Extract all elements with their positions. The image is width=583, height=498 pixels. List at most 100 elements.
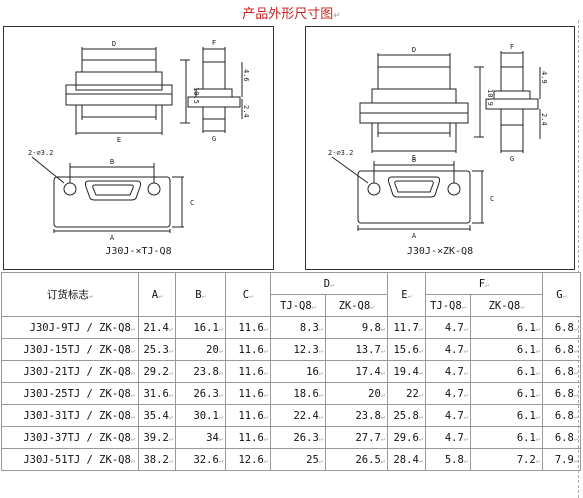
label-hole: 2-∅3.2 xyxy=(328,149,353,157)
table-row: J30J-37TJ / ZK-Q8↵39.2↵34↵11.6↵26.3↵27.7… xyxy=(1,426,581,449)
label-c: C xyxy=(190,199,194,207)
table-row: J30J-51TJ / ZK-Q8↵38.2↵32.6↵12.6↵25↵26.5… xyxy=(1,448,581,471)
header-g: G↵ xyxy=(542,272,581,317)
label-b: B xyxy=(110,158,114,166)
label-a: A xyxy=(412,232,417,240)
cell-d2: 23.8↵ xyxy=(325,404,388,427)
cell-d2: 17.4↵ xyxy=(325,360,388,383)
drawing-zk-q8-svg: D E F G 10.9 4.9 2.4 B C A 2-∅3.2 xyxy=(328,43,548,240)
cell-model: J30J-9TJ / ZK-Q8↵ xyxy=(1,316,139,339)
label-e: E xyxy=(117,136,121,144)
label-d: D xyxy=(412,46,416,54)
cell-e: 25.8↵ xyxy=(387,404,426,427)
cell-c: 11.6↵ xyxy=(225,316,271,339)
label-height-lower: 2.4 xyxy=(540,113,548,126)
cell-d1: 18.6↵ xyxy=(270,382,326,405)
drawing-zk-q8: D E F G 10.9 4.9 2.4 B C A 2-∅3.2 J30J-×… xyxy=(305,26,575,270)
cell-g: 7.9↵ xyxy=(542,448,581,471)
cell-e: 28.4↵ xyxy=(387,448,426,471)
cell-model: J30J-21TJ / ZK-Q8↵ xyxy=(1,360,139,383)
cell-f2: 6.1↵ xyxy=(470,426,543,449)
page-title: 产品外形尺寸图↵ xyxy=(242,7,341,22)
label-d: D xyxy=(112,40,116,48)
header-f-tj: TJ-Q8↵ xyxy=(425,294,471,317)
cell-d1: 16↵ xyxy=(270,360,326,383)
cell-f2: 6.1↵ xyxy=(470,382,543,405)
drawing-tj-q8-svg: D E F G 10.5 4.6 2.4 B C A 2-∅3.2 xyxy=(28,39,250,242)
label-a: A xyxy=(110,234,115,242)
cell-f1: 4.7↵ xyxy=(425,316,471,339)
cell-f2: 6.1↵ xyxy=(470,338,543,361)
cell-g: 6.8↵ xyxy=(542,382,581,405)
cell-g: 6.8↵ xyxy=(542,404,581,427)
cell-g: 6.8↵ xyxy=(542,426,581,449)
cell-b: 30.1↵ xyxy=(175,404,226,427)
drawing-caption-left: J30J-×TJ-Q8 xyxy=(105,246,172,257)
cell-d2: 20↵ xyxy=(325,382,388,405)
header-f: F↵ xyxy=(425,272,543,295)
cell-f1: 4.7↵ xyxy=(425,426,471,449)
cell-f1: 4.7↵ xyxy=(425,404,471,427)
label-e: E xyxy=(412,154,416,162)
table-body: J30J-9TJ / ZK-Q8↵21.4↵16.1↵11.6↵8.3↵9.8↵… xyxy=(1,316,581,471)
cell-g: 6.8↵ xyxy=(542,360,581,383)
cell-f2: 6.1↵ xyxy=(470,316,543,339)
cell-f1: 5.8↵ xyxy=(425,448,471,471)
table-row: J30J-31TJ / ZK-Q8↵35.4↵30.1↵11.6↵22.4↵23… xyxy=(1,404,581,427)
header-f-zk: ZK-Q8↵ xyxy=(470,294,543,317)
label-hole: 2-∅3.2 xyxy=(28,149,53,157)
header-d-zk: ZK-Q8↵ xyxy=(325,294,388,317)
label-g: G xyxy=(510,155,514,163)
cell-d1: 22.4↵ xyxy=(270,404,326,427)
cell-b: 32.6↵ xyxy=(175,448,226,471)
dimension-table: 订货标志↵ A↵ B↵ C↵ D↵ E↵ F↵ G↵ TJ-Q8↵ ZK-Q8↵… xyxy=(1,272,581,471)
label-height-upper: 4.6 xyxy=(242,69,250,82)
cell-d1: 25↵ xyxy=(270,448,326,471)
cell-b: 23.8↵ xyxy=(175,360,226,383)
cell-d2: 27.7↵ xyxy=(325,426,388,449)
label-g: G xyxy=(212,135,216,143)
cell-f1: 4.7↵ xyxy=(425,382,471,405)
table-row: J30J-9TJ / ZK-Q8↵21.4↵16.1↵11.6↵8.3↵9.8↵… xyxy=(1,316,581,339)
label-height-total: 10.9 xyxy=(486,89,494,106)
header-d-tj: TJ-Q8↵ xyxy=(270,294,326,317)
header-a: A↵ xyxy=(138,272,176,317)
cell-model: J30J-15TJ / ZK-Q8↵ xyxy=(1,338,139,361)
cell-c: 11.6↵ xyxy=(225,360,271,383)
cell-a: 21.4↵ xyxy=(138,316,176,339)
label-height-upper: 4.9 xyxy=(540,71,548,84)
drawing-tj-q8: D E F G 10.5 4.6 2.4 B C A 2-∅3.2 J30J-×… xyxy=(3,26,274,270)
cell-d1: 8.3↵ xyxy=(270,316,326,339)
cell-f2: 6.1↵ xyxy=(470,404,543,427)
cell-model: J30J-37TJ / ZK-Q8↵ xyxy=(1,426,139,449)
cell-a: 39.2↵ xyxy=(138,426,176,449)
cell-b: 34↵ xyxy=(175,426,226,449)
cell-b: 26.3↵ xyxy=(175,382,226,405)
cell-e: 22↵ xyxy=(387,382,426,405)
header-d: D↵ xyxy=(270,272,388,295)
cell-b: 20↵ xyxy=(175,338,226,361)
header-c: C↵ xyxy=(225,272,271,317)
cell-a: 25.3↵ xyxy=(138,338,176,361)
cell-c: 11.6↵ xyxy=(225,338,271,361)
drawing-caption-right: J30J-×ZK-Q8 xyxy=(406,246,474,257)
cell-model: J30J-51TJ / ZK-Q8↵ xyxy=(1,448,139,471)
cell-d1: 12.3↵ xyxy=(270,338,326,361)
margin-guide-line xyxy=(578,20,580,498)
label-height-lower: 2.4 xyxy=(242,105,250,118)
cell-d2: 26.5↵ xyxy=(325,448,388,471)
cell-b: 16.1↵ xyxy=(175,316,226,339)
header-b: B↵ xyxy=(175,272,226,317)
cell-a: 31.6↵ xyxy=(138,382,176,405)
cell-model: J30J-31TJ / ZK-Q8↵ xyxy=(1,404,139,427)
label-c: C xyxy=(490,195,494,203)
cell-g: 6.8↵ xyxy=(542,338,581,361)
cell-d2: 9.8↵ xyxy=(325,316,388,339)
cell-f1: 4.7↵ xyxy=(425,360,471,383)
cell-e: 11.7↵ xyxy=(387,316,426,339)
cell-a: 38.2↵ xyxy=(138,448,176,471)
table-row: J30J-21TJ / ZK-Q8↵29.2↵23.8↵11.6↵16↵17.4… xyxy=(1,360,581,383)
table-row: J30J-25TJ / ZK-Q8↵31.6↵26.3↵11.6↵18.6↵20… xyxy=(1,382,581,405)
label-height-total: 10.5 xyxy=(192,87,200,104)
cell-c: 11.6↵ xyxy=(225,426,271,449)
